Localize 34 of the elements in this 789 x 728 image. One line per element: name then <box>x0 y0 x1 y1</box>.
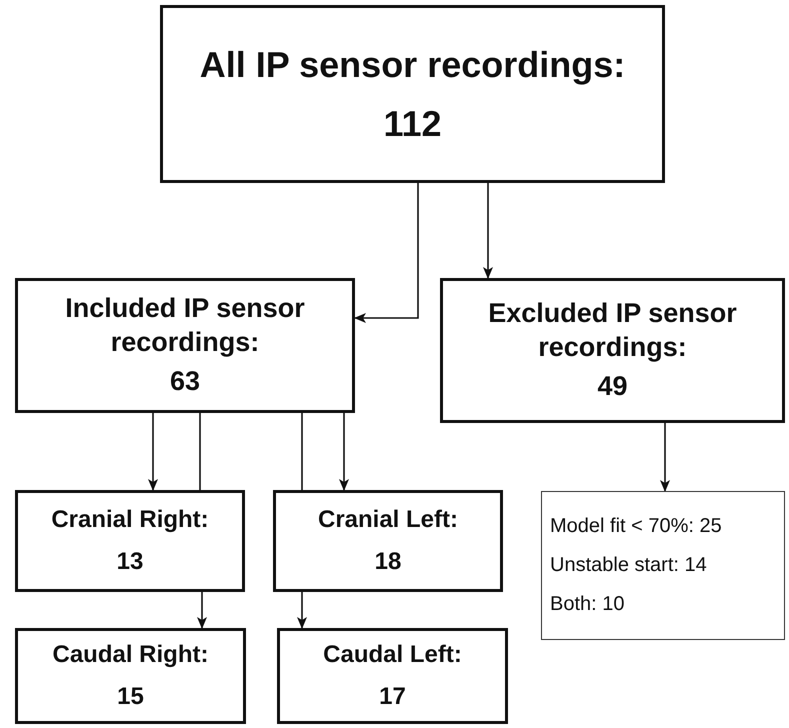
box-text: 63 <box>170 365 200 398</box>
arrow <box>339 413 349 491</box>
box-heading: Caudal Right: <box>52 640 208 670</box>
box-heading: All IP sensor recordings: <box>200 43 626 87</box>
process-box <box>273 490 503 592</box>
arrow <box>197 592 207 629</box>
box-text: 112 <box>383 102 442 146</box>
box-heading: Cranial Left: <box>318 505 458 535</box>
process-box <box>15 628 246 724</box>
process-box <box>15 490 245 592</box>
connector-line <box>199 413 201 490</box>
note-box <box>541 491 785 640</box>
arrow <box>148 413 158 491</box>
process-box <box>440 278 785 423</box>
arrow <box>660 423 670 492</box>
process-box <box>15 278 355 413</box>
connector-line <box>301 413 303 490</box>
arrow <box>354 183 419 323</box>
box-heading: Cranial Right: <box>51 505 209 535</box>
box-heading: Caudal Left: <box>323 640 462 670</box>
box-text: 13 <box>116 547 144 577</box>
box-text: 49 <box>597 370 628 404</box>
box-text: 17 <box>379 682 406 712</box>
arrow <box>297 592 307 629</box>
arrow <box>483 183 493 279</box>
box-text: 18 <box>374 547 402 577</box>
process-box <box>277 628 508 724</box>
process-box <box>160 5 665 183</box>
box-heading: Included IP sensor recordings: <box>64 292 306 359</box>
box-heading: Excluded IP sensor recordings: <box>487 296 738 364</box>
box-text: 15 <box>117 682 144 712</box>
box-text: Both: 10 <box>550 592 625 617</box>
box-text: Unstable start: 14 <box>550 553 707 578</box>
box-text: Model fit < 70%: 25 <box>550 514 722 539</box>
